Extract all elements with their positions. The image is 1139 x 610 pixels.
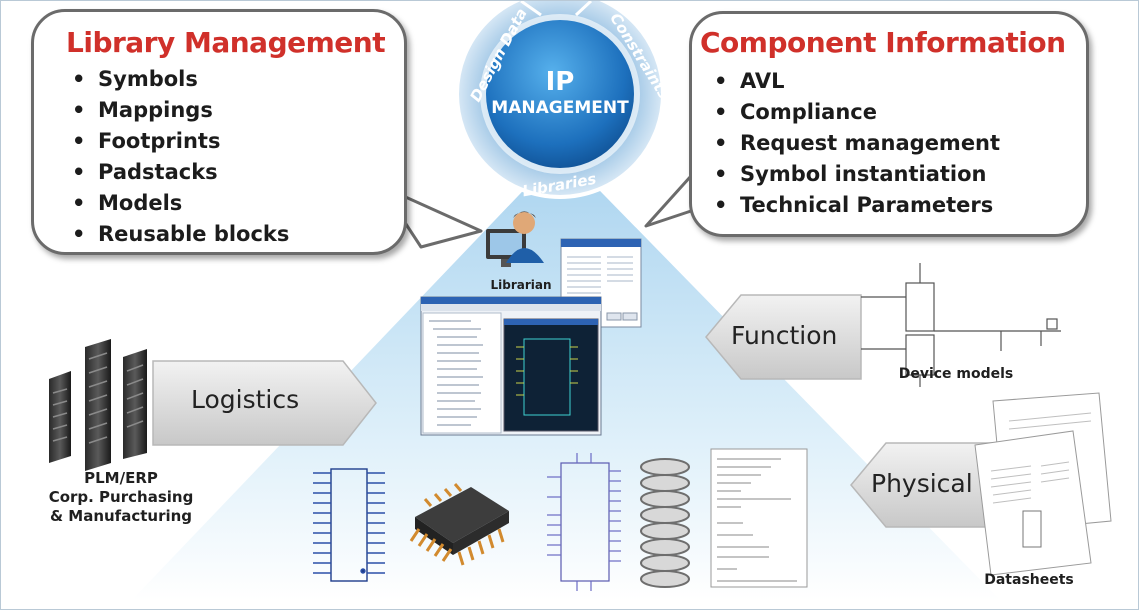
list-item: AVL <box>706 66 1000 97</box>
ip-label: IP <box>510 69 610 95</box>
list-item: Footprints <box>64 126 289 157</box>
chip-package-icon <box>409 483 509 566</box>
function-arrow <box>705 294 862 380</box>
plm-caption-line: Corp. Purchasing <box>48 488 194 506</box>
datasheet-pages-icon <box>974 392 1112 576</box>
ip-line1: IP <box>545 67 575 97</box>
ip-line2: MANAGEMENT <box>491 98 629 118</box>
model-text-document <box>710 448 808 588</box>
physical-label: Physical <box>871 469 973 498</box>
librarian-label: Librarian <box>490 278 552 292</box>
padstack-icon <box>640 458 690 588</box>
library-management-bubble: Library Management Symbols Mappings Foot… <box>31 9 407 255</box>
list-item: Mappings <box>64 95 289 126</box>
list-item: Compliance <box>706 97 1000 128</box>
management-label: MANAGEMENT <box>475 98 645 118</box>
ic-symbol-icon <box>313 468 385 582</box>
component-information-bubble: Component Information AVL Compliance Req… <box>689 11 1089 237</box>
list-item: Request management <box>706 128 1000 159</box>
component-information-list: AVL Compliance Request management Symbol… <box>706 66 1000 221</box>
device-models-caption: Device models <box>898 366 1014 382</box>
list-item: Symbol instantiation <box>706 159 1000 190</box>
plm-caption-line: PLM/ERP <box>84 469 158 487</box>
logistics-label: Logistics <box>191 385 300 414</box>
library-management-list: Symbols Mappings Footprints Padstacks Mo… <box>64 64 289 250</box>
list-item: Reusable blocks <box>64 219 289 250</box>
device-model-schematic <box>861 263 1061 387</box>
list-item: Technical Parameters <box>706 190 1000 221</box>
server-rack-icon <box>49 339 147 471</box>
plm-caption: PLM/ERP Corp. Purchasing & Manufacturing <box>31 469 211 526</box>
component-information-title: Component Information <box>700 26 1066 59</box>
logistics-arrow <box>152 360 377 446</box>
plm-caption-line: & Manufacturing <box>49 507 193 525</box>
logic-symbol-icon <box>547 453 621 591</box>
datasheets-caption: Datasheets <box>984 572 1074 588</box>
list-item: Models <box>64 188 289 219</box>
function-label: Function <box>731 321 838 350</box>
library-management-title: Library Management <box>66 26 386 59</box>
app-screenshot <box>420 296 602 436</box>
ip-sphere <box>486 20 634 168</box>
list-item: Padstacks <box>64 157 289 188</box>
librarian-icon <box>486 211 544 267</box>
list-item: Symbols <box>64 64 289 95</box>
